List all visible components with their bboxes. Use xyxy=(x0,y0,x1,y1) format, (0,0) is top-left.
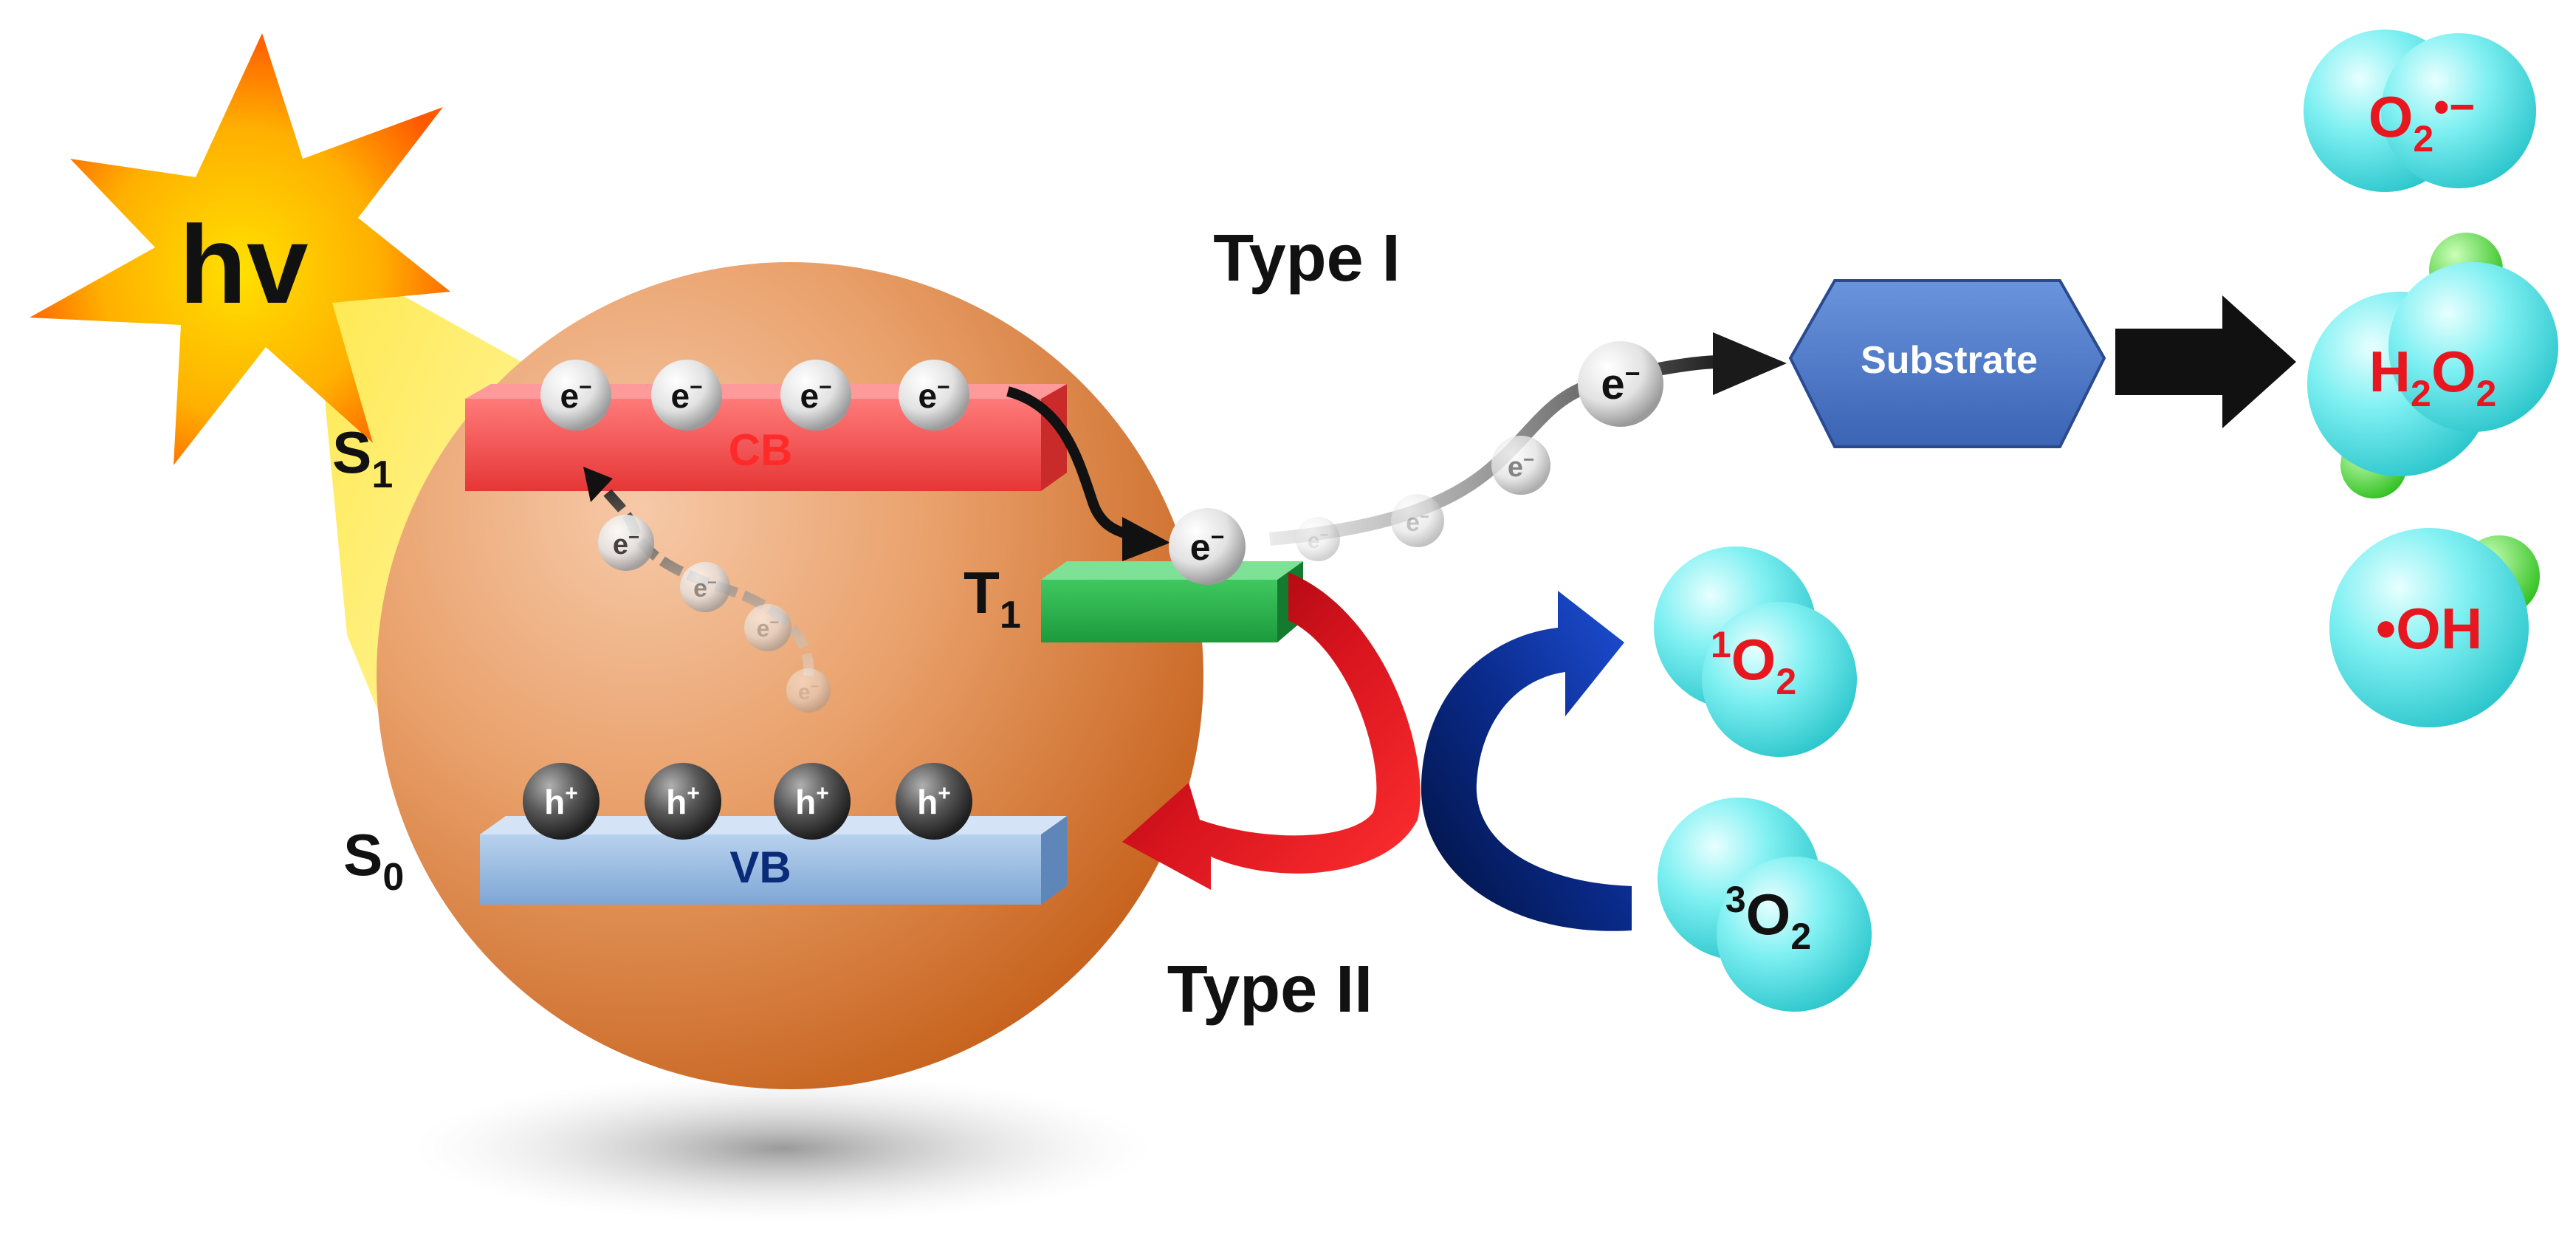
svg-text:e−: e− xyxy=(1508,448,1534,483)
hole: h+ xyxy=(523,763,600,840)
type2-oxygen-arrow xyxy=(1421,591,1632,931)
hydroxyl-radical-label: •OH xyxy=(2376,596,2482,661)
superoxide-molecule xyxy=(2304,30,2536,192)
svg-text:T1: T1 xyxy=(964,560,1021,637)
svg-text:e−: e− xyxy=(1190,524,1225,568)
electron: e− xyxy=(680,562,730,612)
svg-text:S0: S0 xyxy=(343,822,404,899)
svg-text:e−: e− xyxy=(613,526,639,560)
light-label: hv xyxy=(179,202,308,326)
svg-text:e−: e− xyxy=(798,679,819,704)
excited-electrons: e− e− e− e− xyxy=(598,515,831,713)
electron: e− xyxy=(780,360,851,431)
electron: e− xyxy=(1491,436,1550,495)
triplet-oxygen-label: 3O2 xyxy=(1725,879,1811,957)
substrate-box xyxy=(1788,279,2106,448)
vb-label: VB xyxy=(729,843,791,892)
hole: h+ xyxy=(774,763,851,840)
svg-text:e−: e− xyxy=(757,613,780,642)
cb-label: CB xyxy=(729,425,793,475)
particle-shadow xyxy=(413,1074,1152,1222)
s1-label: S1 xyxy=(332,419,393,496)
electron: e− xyxy=(1391,494,1444,547)
s0-label: S0 xyxy=(343,822,404,899)
electron: e− xyxy=(1169,508,1246,585)
svg-text:h+: h+ xyxy=(666,781,700,821)
superoxide-label: O2•− xyxy=(2369,82,2476,160)
svg-text:e−: e− xyxy=(1406,507,1429,537)
electron: e− xyxy=(540,360,611,431)
electron: e− xyxy=(1578,341,1663,427)
hydrogen-peroxide-label: H2O2 xyxy=(2369,339,2497,414)
hole: h+ xyxy=(896,763,972,840)
vb-holes: h+ h+ h+ h+ xyxy=(523,763,972,840)
electron: e− xyxy=(598,515,654,571)
electron: e− xyxy=(651,360,722,431)
svg-text:h+: h+ xyxy=(917,781,951,821)
electron: e− xyxy=(899,360,969,431)
svg-text:e−: e− xyxy=(560,375,591,415)
svg-text:e−: e− xyxy=(670,375,702,415)
svg-text:h+: h+ xyxy=(544,781,578,821)
electron: e− xyxy=(786,668,831,713)
svg-text:h+: h+ xyxy=(795,781,829,821)
isc-arrow xyxy=(1006,386,1135,541)
hole: h+ xyxy=(645,763,721,840)
sun-burst-icon xyxy=(30,33,450,465)
product-arrow xyxy=(2115,295,2296,428)
svg-text:e−: e− xyxy=(1601,358,1640,408)
type1-electrons: e− e− e− e− e− xyxy=(1169,341,1663,585)
triplet-state-block xyxy=(1041,561,1303,642)
hydroxyl-radical-molecule xyxy=(2329,528,2540,727)
svg-text:e−: e− xyxy=(1308,527,1328,553)
svg-text:e−: e− xyxy=(693,573,717,603)
triplet-oxygen-molecule xyxy=(1658,798,1872,1012)
type1-label: Type I xyxy=(1213,222,1400,295)
cb-electrons: e− e− e− e− xyxy=(540,360,969,431)
type2-energy-transfer-arrow xyxy=(1122,572,1421,890)
type2-label: Type II xyxy=(1167,953,1373,1026)
electron: e− xyxy=(1296,517,1340,561)
t1-label: T1 xyxy=(964,560,1021,637)
svg-text:e−: e− xyxy=(800,375,831,415)
svg-text:e−: e− xyxy=(918,375,949,415)
singlet-oxygen-label: 1O2 xyxy=(1711,624,1796,702)
excitation-arrowhead xyxy=(583,467,613,502)
isc-arrowhead xyxy=(1122,517,1170,561)
hydrogen-peroxide-molecule xyxy=(2307,233,2558,498)
substrate-label: Substrate xyxy=(1861,339,2038,382)
type1-arrowhead xyxy=(1713,332,1787,395)
electron: e− xyxy=(744,604,791,651)
svg-text:S1: S1 xyxy=(332,419,393,496)
singlet-oxygen-molecule xyxy=(1654,546,1857,757)
